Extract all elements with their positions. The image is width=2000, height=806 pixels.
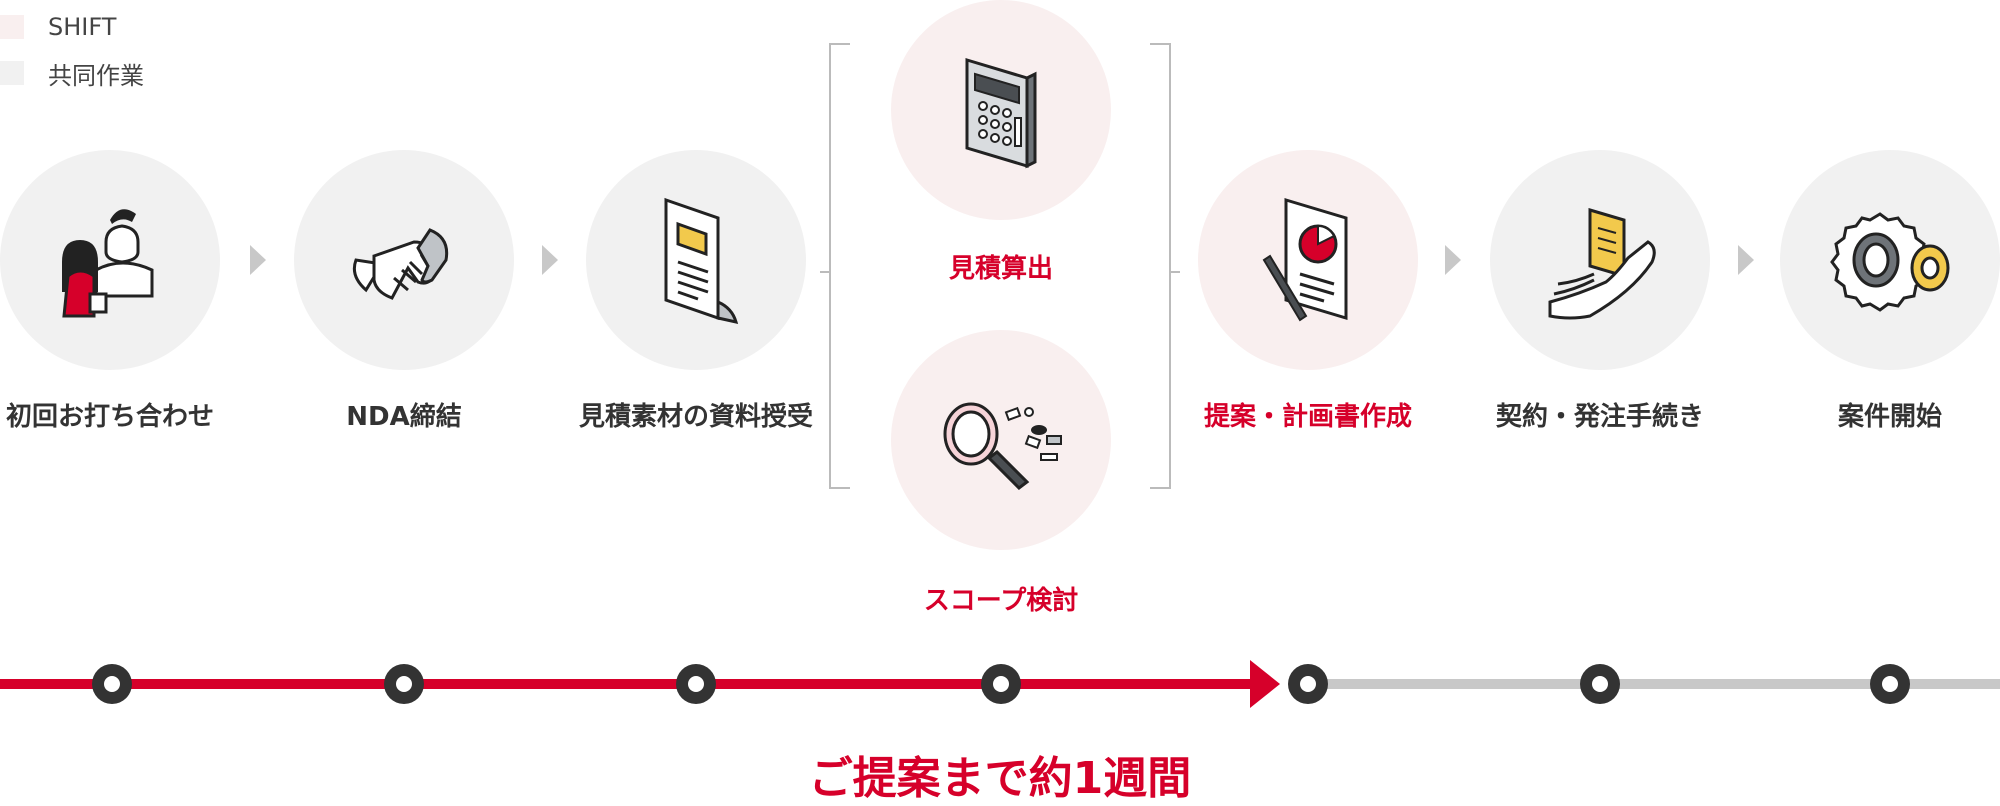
legend-label-joint: 共同作業 <box>48 61 144 90</box>
timeline-node <box>92 664 132 704</box>
legend-item-joint: 共同作業 <box>0 50 144 96</box>
gears-icon <box>1830 212 1950 312</box>
step-estimate: 見積算出 <box>891 0 1111 284</box>
timeline-node <box>1580 664 1620 704</box>
step-initial-meeting: 初回お打ち合わせ <box>0 150 220 432</box>
step-circle <box>891 0 1111 220</box>
step-project-start: 案件開始 <box>1780 150 2000 432</box>
timeline-node <box>981 664 1021 704</box>
step-scope: スコープ検討 <box>891 330 1111 616</box>
legend-label-shift: SHIFT <box>48 13 117 41</box>
timeline-caption: ご提案まで約1週間 <box>808 753 1192 804</box>
step-circle <box>891 330 1111 550</box>
legend-swatch-shift <box>0 15 24 39</box>
step-label: 初回お打ち合わせ <box>5 402 214 432</box>
step-circle <box>586 150 806 370</box>
legend: SHIFT 共同作業 <box>0 4 144 96</box>
step-circle <box>1780 150 2000 370</box>
step-circle <box>1198 150 1418 370</box>
step-nda: NDA締結 <box>294 150 514 432</box>
step-label: NDA締結 <box>346 402 462 432</box>
legend-item-shift: SHIFT <box>0 4 144 50</box>
step-label: スコープ検討 <box>923 586 1079 616</box>
step-circle <box>1490 150 1710 370</box>
timeline-node <box>676 664 716 704</box>
step-material-exchange: 見積素材の資料授受 <box>579 150 813 432</box>
step-label: 提案・計画書作成 <box>1203 402 1412 432</box>
legend-swatch-joint <box>0 61 24 85</box>
step-proposal: 提案・計画書作成 <box>1198 150 1418 432</box>
arrow-right-icon <box>1445 245 1461 275</box>
magnifier-icon <box>943 402 1062 490</box>
step-label: 見積素材の資料授受 <box>578 402 813 432</box>
step-contract: 契約・発注手続き <box>1490 150 1710 432</box>
timeline-arrowhead <box>1250 660 1280 708</box>
step-label: 見積算出 <box>948 254 1053 284</box>
timeline-node <box>1870 664 1910 704</box>
step-label: 契約・発注手続き <box>1495 402 1704 432</box>
timeline-node <box>1288 664 1328 704</box>
document-icon <box>664 197 739 325</box>
meeting-people-icon <box>62 209 154 318</box>
arrow-right-icon <box>542 245 558 275</box>
step-circle <box>0 150 220 370</box>
timeline-node <box>384 664 424 704</box>
step-label: 案件開始 <box>1837 402 1942 432</box>
hand-contract-icon <box>1548 207 1656 320</box>
calculator-icon <box>965 57 1037 169</box>
handshake-icon <box>352 228 449 300</box>
arrow-right-icon <box>250 245 266 275</box>
step-circle <box>294 150 514 370</box>
estimate-group-bracket <box>820 43 1180 489</box>
arrow-right-icon <box>1738 245 1754 275</box>
proposal-chart-icon <box>1262 197 1348 322</box>
